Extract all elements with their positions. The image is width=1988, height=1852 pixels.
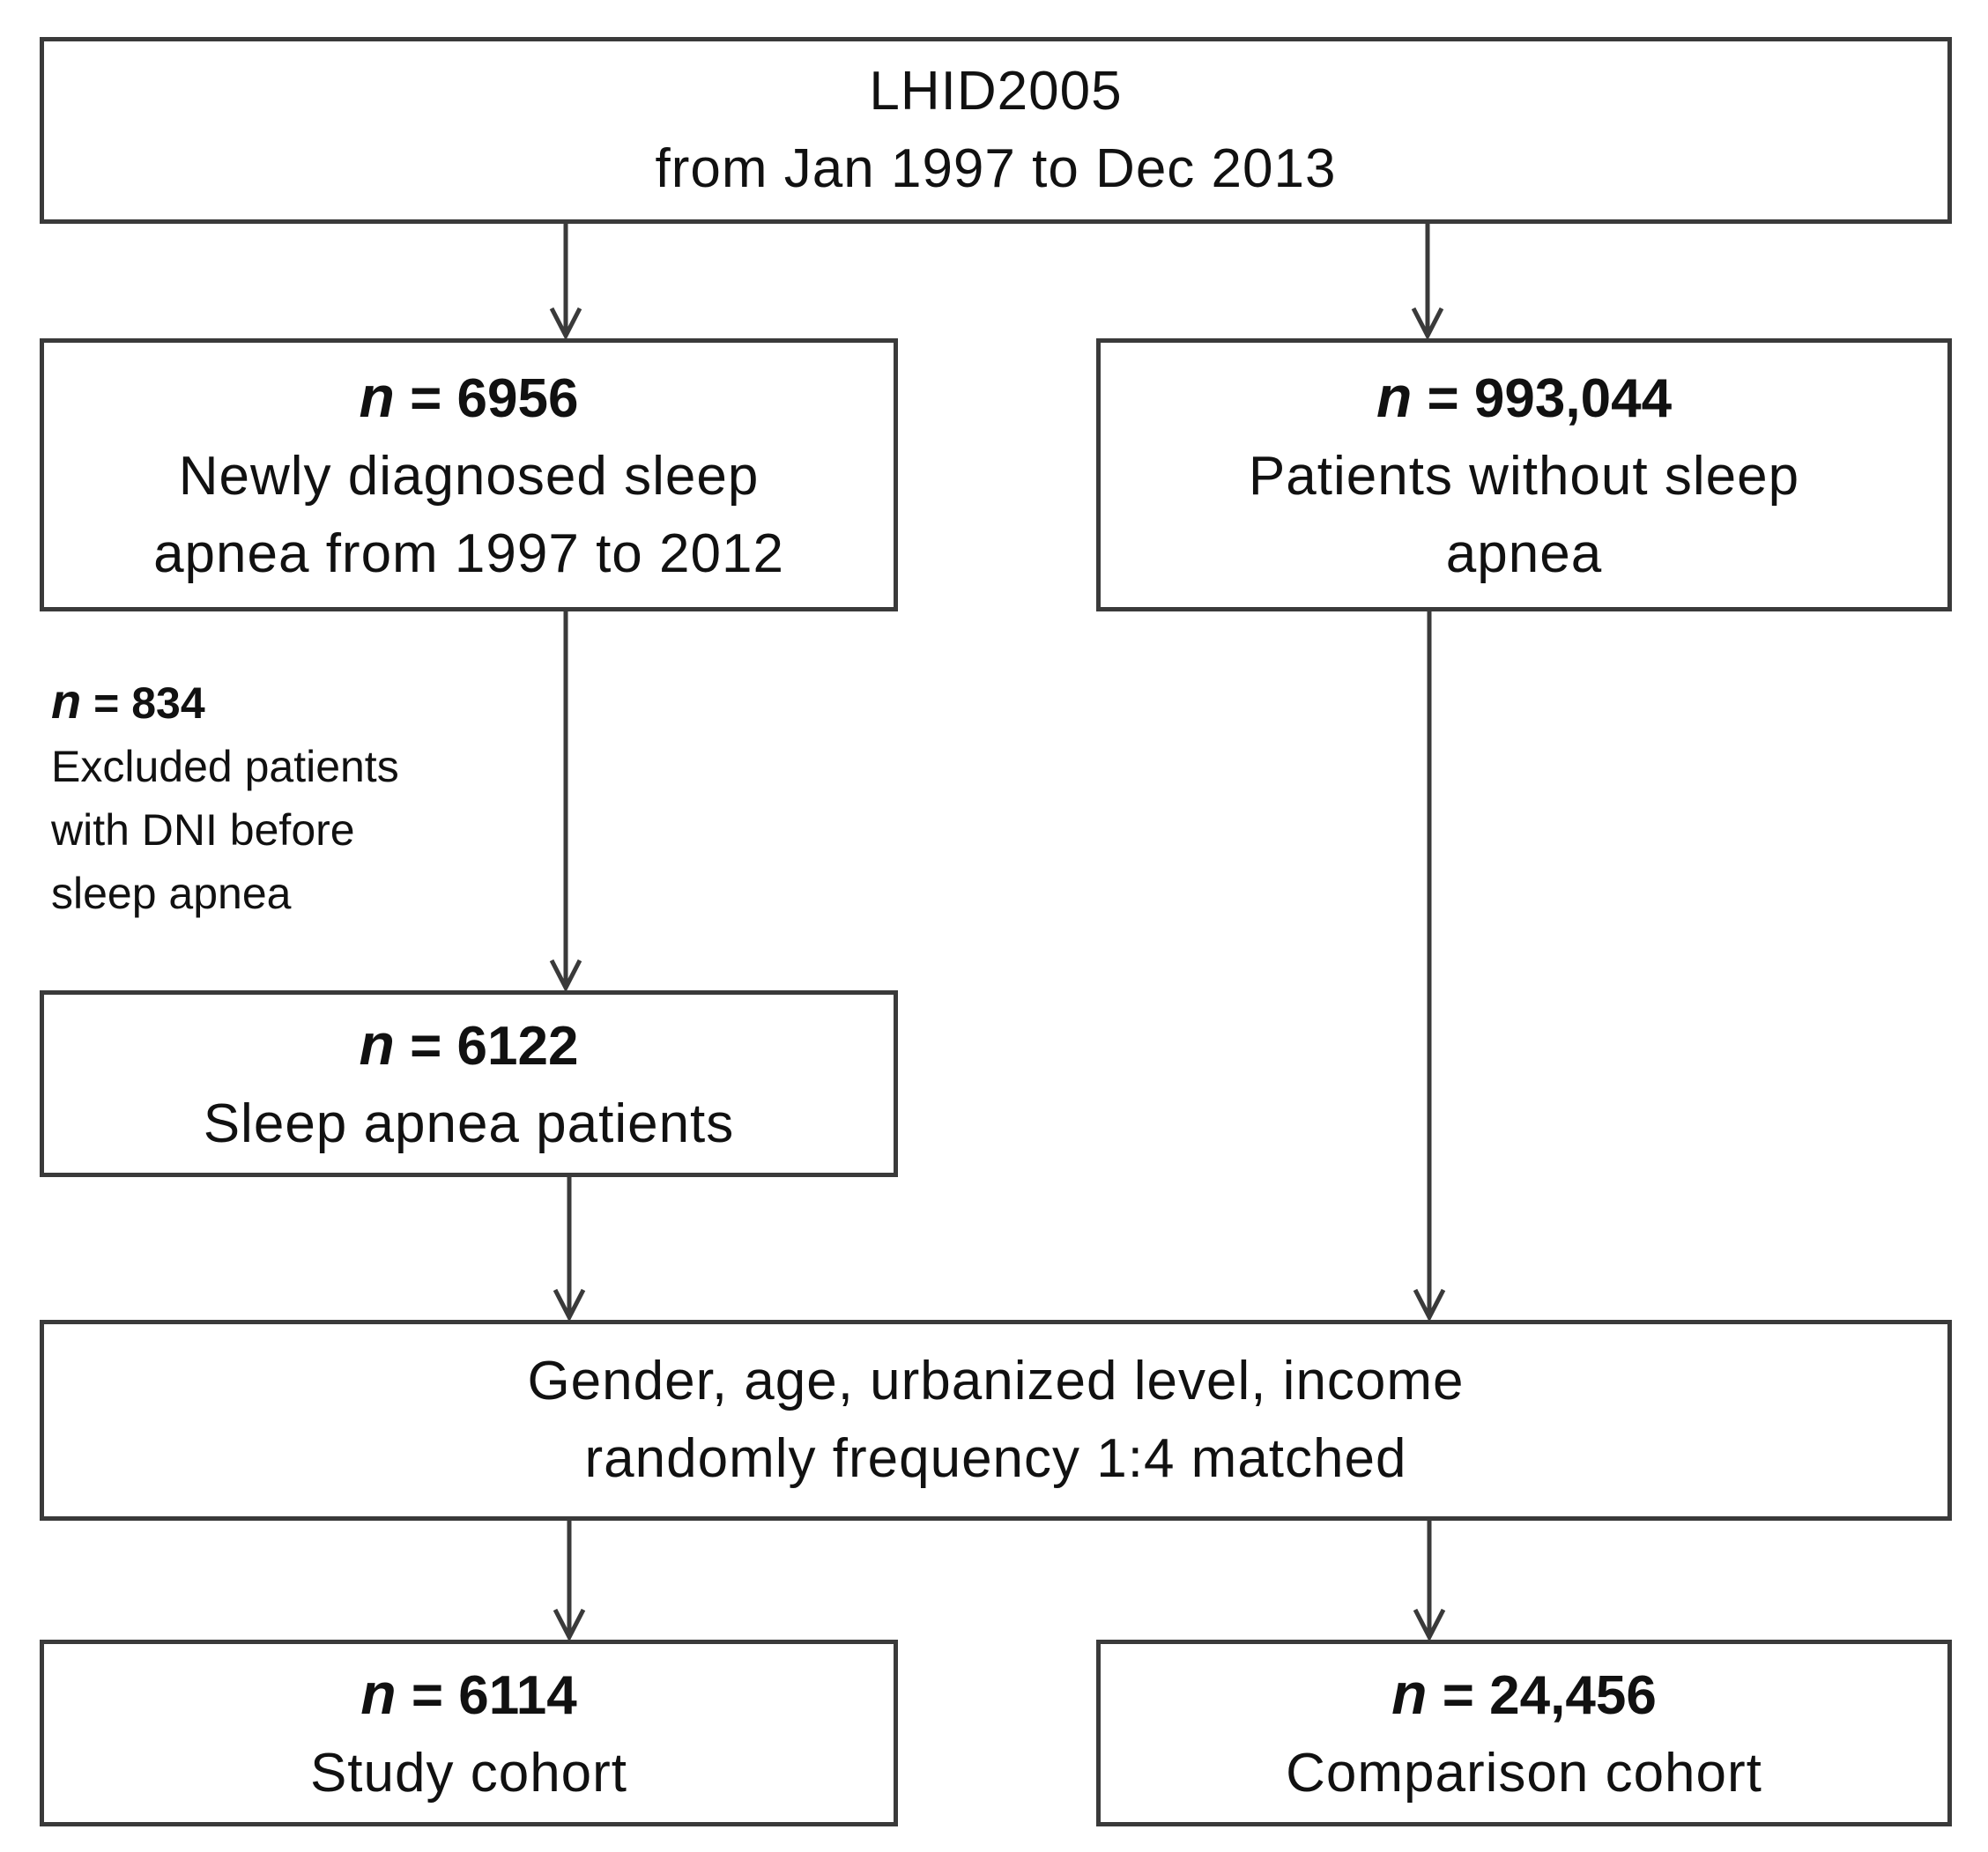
source-line-2: from Jan 1997 to Dec 2013 [655, 138, 1337, 199]
arrow-matching-to-comparison-cohort [1413, 1520, 1446, 1642]
without-apnea-count: n = 993,044 [1376, 363, 1673, 429]
matching-line-2: randomly frequency 1:4 matched [584, 1428, 1407, 1489]
arrow-source-to-sleep-apnea [549, 223, 582, 341]
arrow-apnea-patients-to-matching [553, 1176, 586, 1322]
sleep-apnea-count: n = 6956 [359, 363, 579, 429]
sleep-apnea-line-2: apnea from 1997 to 2012 [153, 522, 784, 584]
matching-box: Gender, age, urbanized level, income ran… [40, 1320, 1952, 1521]
arrow-source-to-without-apnea [1411, 223, 1444, 341]
study-cohort-count: n = 6114 [360, 1660, 577, 1726]
source-line-1: LHID2005 [869, 61, 1123, 122]
study-cohort-line-1: Study cohort [309, 1742, 628, 1804]
apnea-patients-line-1: Sleep apnea patients [203, 1093, 735, 1154]
excluded-line-3: sleep apnea [51, 869, 292, 918]
excluded-line-2: with DNI before [51, 805, 355, 855]
sleep-apnea-line-1: Newly diagnosed sleep [178, 445, 760, 507]
source-box: LHID2005 from Jan 1997 to Dec 2013 [40, 37, 1952, 224]
matching-line-1: Gender, age, urbanized level, income [527, 1351, 1465, 1411]
arrow-matching-to-study-cohort [553, 1520, 586, 1642]
comparison-cohort-line-1: Comparison cohort [1286, 1742, 1762, 1804]
sleep-apnea-box: n = 6956 Newly diagnosed sleep apnea fro… [40, 338, 898, 611]
excluded-line-1: Excluded patients [51, 742, 399, 791]
study-cohort-box: n = 6114 Study cohort [40, 1640, 898, 1826]
excluded-note: n = 834 Excluded patients with DNI befor… [51, 670, 545, 925]
excluded-count: n = 834 [51, 673, 205, 729]
without-apnea-line-2: apnea [1445, 522, 1603, 584]
apnea-patients-count: n = 6122 [359, 1011, 579, 1077]
apnea-patients-box: n = 6122 Sleep apnea patients [40, 990, 898, 1177]
arrow-sleep-apnea-to-apnea-patients [549, 611, 582, 993]
comparison-cohort-count: n = 24,456 [1391, 1660, 1657, 1726]
arrow-without-apnea-to-matching [1413, 611, 1446, 1322]
without-apnea-line-1: Patients without sleep [1248, 445, 1800, 507]
without-apnea-box: n = 993,044 Patients without sleep apnea [1096, 338, 1952, 611]
comparison-cohort-box: n = 24,456 Comparison cohort [1096, 1640, 1952, 1826]
